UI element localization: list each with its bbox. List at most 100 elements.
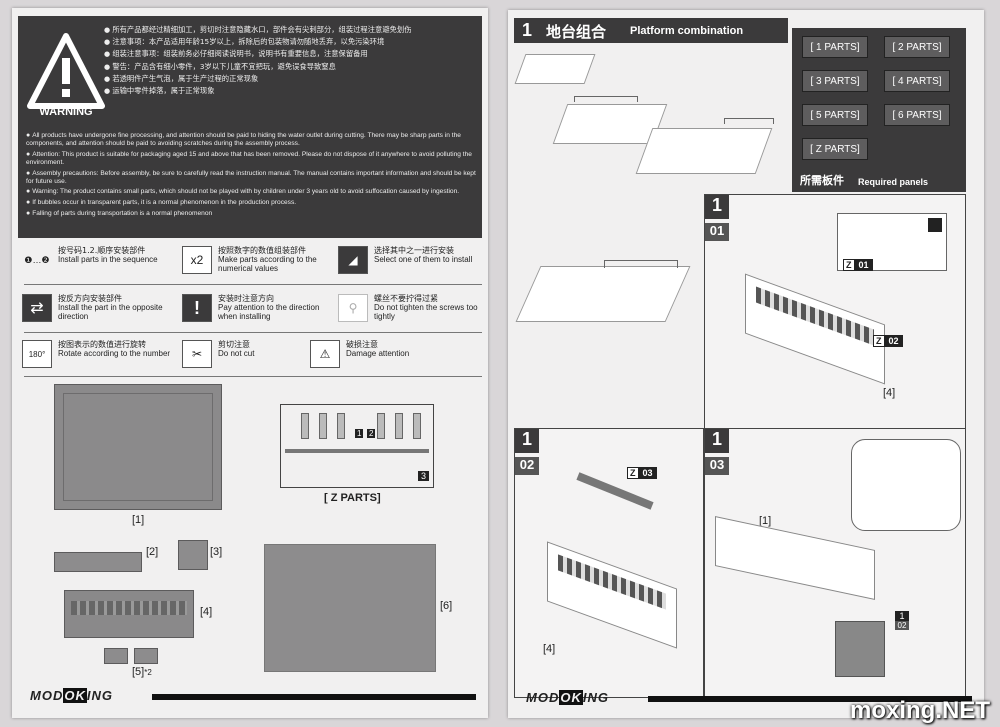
en-item: Falling of parts during transportation i… (26, 210, 478, 218)
right-page: 1 地台组合 Platform combination [ 1 PARTS] [… (508, 10, 984, 718)
legend-cn: 安装时注意方向 (218, 294, 274, 303)
required-panels-en: Required panels (858, 177, 929, 187)
step-ref: 1 02 (895, 611, 909, 630)
section-header: 1 地台组合 Platform combination (514, 18, 788, 43)
bottom-bar (648, 696, 972, 702)
part-4-subassembly (835, 621, 885, 677)
warning-box: WARNING 所有产品都经过精细加工，剪切时注意隐藏水口，部件会有尖刺部分，组… (18, 16, 482, 238)
legend-en: Do not cut (218, 349, 255, 358)
sequence-icon: ❶…❷ (24, 254, 50, 265)
part-1-panel (54, 384, 222, 510)
panel-chip: [ 6 PARTS] (884, 104, 950, 126)
brand-logo: MODOKING (30, 688, 113, 703)
cn-item: 警告：产品含有细小零件，3岁以下儿童不宜把玩，避免误食导致窒息 (104, 61, 476, 73)
legend-en: Do not tighten the screws too tightly (374, 303, 478, 321)
step-major: 1 (705, 195, 729, 219)
en-item: All products have undergone fine process… (26, 132, 478, 148)
cn-item: 运输中零件掉落，属于正常现象 (104, 85, 476, 97)
part-4-piece (64, 590, 194, 638)
panel-chip: [ Z PARTS] (802, 138, 868, 160)
screw-icon: ⚲ (338, 294, 368, 322)
step-03-panel: 1 03 [1] 1 02 (704, 428, 966, 698)
panel-chip: [ 5 PARTS] (802, 104, 868, 126)
cn-item: 若透明件产生气泡，属于生产过程的正常现象 (104, 73, 476, 85)
multiply-icon: x2 (182, 246, 212, 274)
legend-cn: 按图表示的数值进行旋转 (58, 340, 146, 349)
legend-en: Rotate according to the number (58, 349, 171, 358)
part-6-panel (264, 544, 436, 672)
platform-overview-image (514, 44, 788, 194)
section-title-en: Platform combination (630, 25, 744, 37)
panel-chip: [ 4 PARTS] (884, 70, 950, 92)
legend-en: Install the part in the opposite directi… (58, 303, 163, 321)
warning-en-list: All products have undergone fine process… (26, 132, 478, 220)
detail-zoom (851, 439, 961, 531)
legend-cn: 选择其中之一进行安装 (374, 246, 454, 255)
bottom-bar (152, 694, 476, 700)
sprue-number-2: 2 (367, 429, 376, 438)
step-minor: 03 (705, 457, 729, 475)
divider (24, 376, 482, 377)
cn-item: 组装注意事项：组装前务必仔细阅读说明书，说明书有重要信息，注意保留备用 (104, 48, 476, 60)
warning-cn-list: 所有产品都经过精细加工，剪切时注意隐藏水口，部件会有尖刺部分，组装过程注意避免划… (104, 24, 476, 97)
panel-chip: [ 3 PARTS] (802, 70, 868, 92)
z-parts-sprue: 1 2 3 (280, 404, 434, 488)
damage-icon: ⚠ (310, 340, 340, 368)
attention-icon: ! (182, 294, 212, 322)
part-6-label: [6] (440, 600, 453, 612)
part-1-assembly (715, 515, 875, 601)
sprue-number-3: 3 (417, 471, 429, 481)
part-5-label: [5]*2 (132, 666, 152, 678)
legend-en: Select one of them to install (374, 255, 473, 264)
legend-en: Install parts in the sequence (58, 255, 158, 264)
legend-en: Pay attention to the direction when inst… (218, 303, 320, 321)
legend-cn: 按号码1.2.顺序安装部件 (58, 246, 146, 255)
part-1-callout: [1] (759, 515, 772, 527)
required-panels-box: [ 1 PARTS] [ 2 PARTS] [ 3 PARTS] [ 4 PAR… (792, 28, 966, 192)
rotate-icon: 180° (22, 340, 52, 368)
part-5-piece-a (104, 648, 128, 664)
part-2-piece (54, 552, 142, 572)
warning-triangle-icon (27, 33, 105, 109)
legend-cn: 破损注意 (346, 340, 378, 349)
part-3-label: [3] (210, 546, 223, 558)
z-parts-label: [ Z PARTS] (324, 492, 381, 504)
part-4-callout: [4] (543, 643, 556, 655)
en-item: Assembly precautions: Before assembly, b… (26, 170, 478, 186)
required-panels-cn: 所需板件 (800, 174, 844, 187)
part-2-label: [2] (146, 546, 159, 558)
left-page: WARNING 所有产品都经过精细加工，剪切时注意隐藏水口，部件会有尖刺部分，组… (12, 8, 488, 718)
legend-cn: 按照数字的数值组装部件 (218, 246, 306, 255)
step-minor: 01 (705, 223, 729, 241)
divider (24, 332, 482, 333)
panel-chip: [ 1 PARTS] (802, 36, 868, 58)
section-number: 1 (522, 20, 533, 40)
legend-en: Make parts according to the numerical va… (218, 255, 317, 273)
opposite-direction-icon: ⇄ (22, 294, 52, 322)
brand-logo: MODOKING (526, 690, 609, 705)
section-title-cn: 地台组合 (546, 23, 607, 41)
warning-title: WARNING (39, 106, 93, 118)
cn-item: 注意事项：本产品适用年龄15岁以上，拆除后的包装物请勿随地丢弃，以免污染环境 (104, 36, 476, 48)
step-major: 1 (705, 429, 729, 453)
part-4-assembly (547, 541, 677, 649)
part-4-assembly (745, 273, 885, 385)
en-item: If bubbles occur in transparent parts, i… (26, 199, 478, 207)
scissors-icon: ✂ (182, 340, 212, 368)
part-5-piece-b (134, 648, 158, 664)
legend-en: Damage attention (346, 349, 410, 358)
select-one-icon: ◢ (338, 246, 368, 274)
part-4-callout: [4] (883, 387, 896, 399)
cn-item: 所有产品都经过精细加工，剪切时注意隐藏水口，部件会有尖刺部分，组装过程注意避免划… (104, 24, 476, 36)
